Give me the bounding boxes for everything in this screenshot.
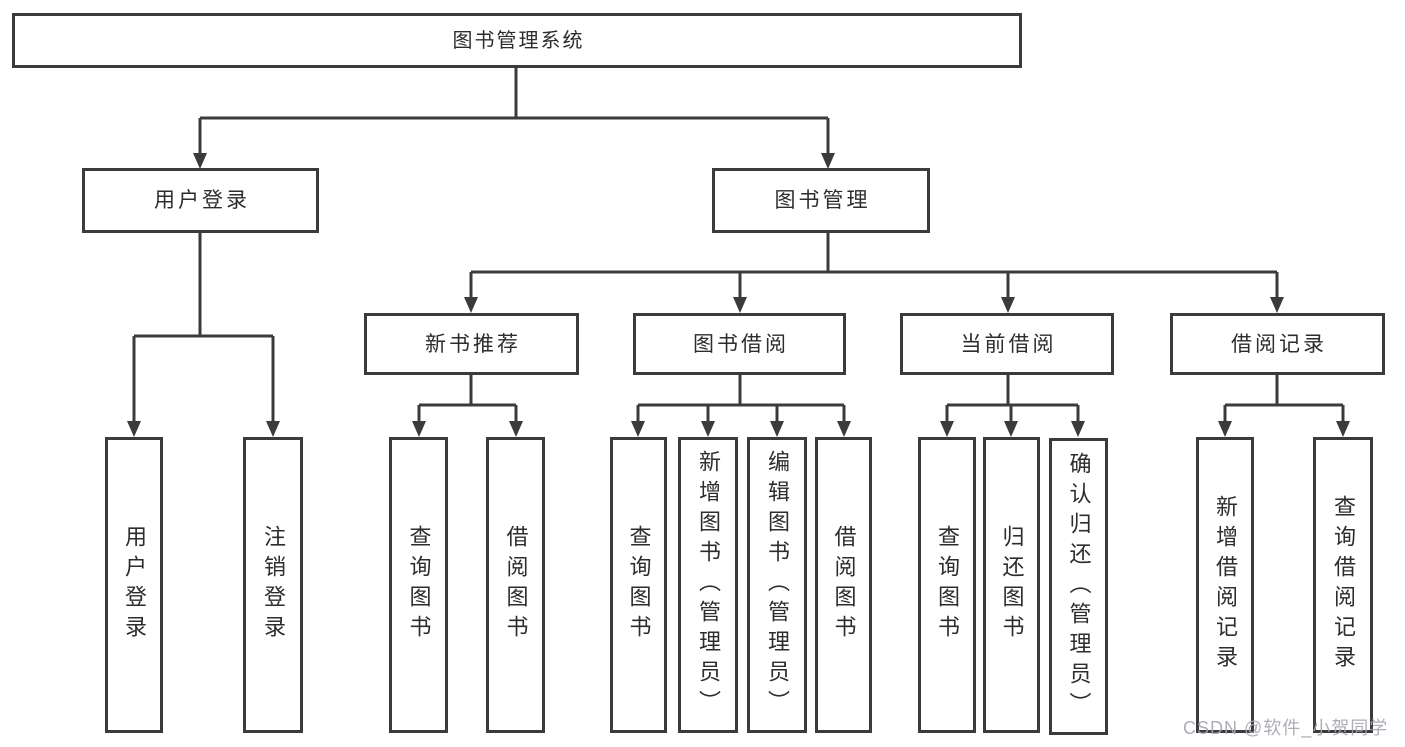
node-label: 新增图书（管理员） bbox=[696, 450, 721, 720]
csdn-watermark: CSDN @软件_小贺同学 bbox=[1183, 718, 1389, 738]
node-label: 图书借阅 bbox=[693, 332, 789, 356]
node-current-borrow: 当前借阅 bbox=[900, 313, 1114, 375]
leaf-logout: 注销登录 bbox=[243, 437, 303, 733]
node-label: 图书管理 bbox=[774, 189, 871, 212]
node-label: 注销登录 bbox=[261, 525, 286, 645]
node-label: 编辑图书（管理员） bbox=[765, 450, 790, 720]
node-label: 新书推荐 bbox=[425, 332, 521, 356]
leaf-borrow-books-recommend: 借阅图书 bbox=[486, 437, 545, 733]
leaf-add-borrow-record: 新增借阅记录 bbox=[1196, 437, 1254, 733]
leaf-query-books-current: 查询图书 bbox=[918, 437, 976, 733]
leaf-confirm-return-admin: 确认归还（管理员） bbox=[1049, 438, 1108, 735]
node-label: 查询图书 bbox=[935, 525, 960, 645]
node-book-borrow: 图书借阅 bbox=[633, 313, 846, 375]
node-label: 确认归还（管理员） bbox=[1066, 451, 1092, 722]
node-label: 查询图书 bbox=[406, 525, 432, 645]
node-label: 查询借阅记录 bbox=[1331, 495, 1356, 675]
leaf-user-login: 用户登录 bbox=[105, 437, 163, 733]
node-label: 借阅记录 bbox=[1231, 332, 1327, 356]
node-label: 归还图书 bbox=[999, 525, 1025, 645]
node-label: 借阅图书 bbox=[831, 525, 857, 645]
leaf-add-book-admin: 新增图书（管理员） bbox=[678, 437, 738, 733]
node-label: 图书管理系统 bbox=[452, 29, 585, 52]
leaf-edit-book-admin: 编辑图书（管理员） bbox=[747, 437, 807, 733]
arrowheads bbox=[127, 153, 1350, 437]
node-borrow-records: 借阅记录 bbox=[1170, 313, 1385, 375]
node-label: 查询图书 bbox=[626, 525, 652, 645]
node-root-library-system: 图书管理系统 bbox=[12, 13, 1022, 68]
node-label: 当前借阅 bbox=[960, 332, 1057, 356]
node-label: 用户登录 bbox=[154, 189, 250, 212]
leaf-query-books-borrow: 查询图书 bbox=[610, 437, 667, 733]
leaf-query-borrow-record: 查询借阅记录 bbox=[1313, 437, 1373, 733]
node-label: 新增借阅记录 bbox=[1213, 495, 1238, 675]
leaf-query-books-recommend: 查询图书 bbox=[389, 437, 448, 733]
node-book-management: 图书管理 bbox=[712, 168, 930, 233]
leaf-return-books: 归还图书 bbox=[983, 437, 1040, 733]
leaf-borrow-books: 借阅图书 bbox=[815, 437, 872, 733]
node-label: 用户登录 bbox=[122, 525, 147, 645]
node-label: 借阅图书 bbox=[503, 525, 529, 645]
node-user-login: 用户登录 bbox=[82, 168, 319, 233]
node-new-book-recommend: 新书推荐 bbox=[364, 313, 579, 375]
